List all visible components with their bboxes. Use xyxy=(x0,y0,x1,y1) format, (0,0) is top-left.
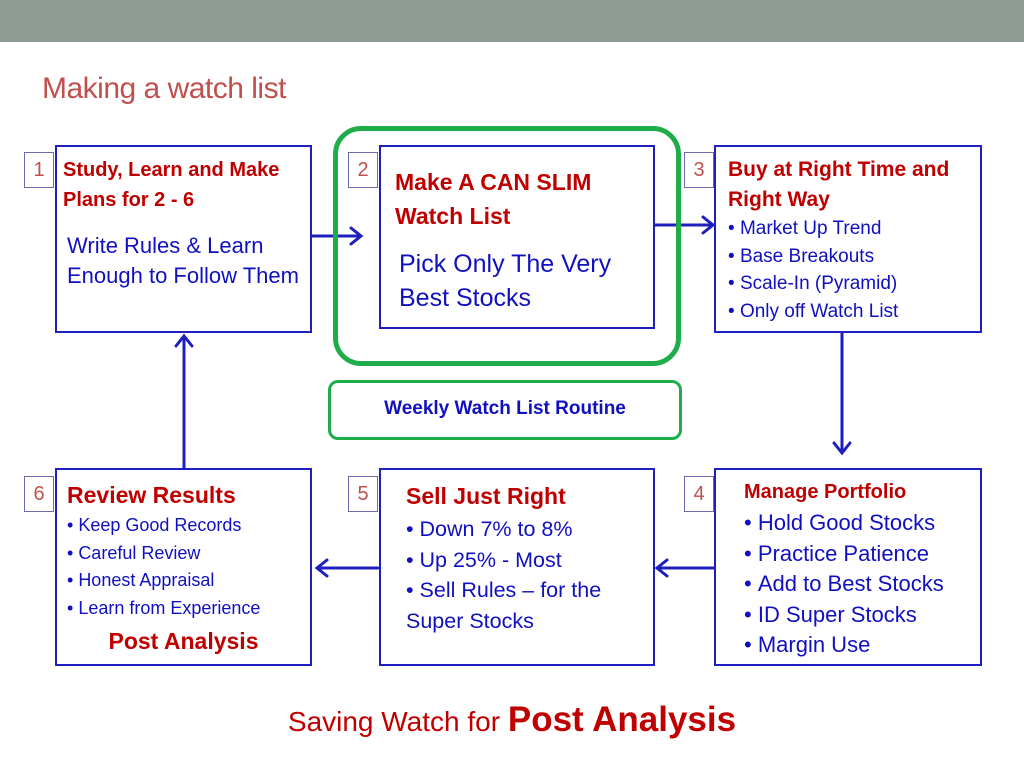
footer-caption: Saving Watch for Post Analysis xyxy=(0,700,1024,740)
step-5-heading: Sell Just Right xyxy=(406,483,566,509)
list-item: ID Super Stocks xyxy=(744,600,980,631)
step-4-heading: Manage Portfolio xyxy=(744,481,907,503)
arrow-4-to-5-head xyxy=(654,558,669,578)
top-band xyxy=(0,0,1024,42)
arrow-1-to-2-head xyxy=(349,226,364,246)
step-1-box: Study, Learn and Make Plans for 2 - 6 Wr… xyxy=(55,145,312,333)
step-2-box: Make A CAN SLIM Watch List Pick Only The… xyxy=(379,145,655,329)
list-item: Keep Good Records xyxy=(67,512,313,540)
caption-prefix: Saving Watch for xyxy=(287,706,508,737)
step-1-number: 1 xyxy=(24,152,54,188)
step-4-number: 4 xyxy=(684,476,714,512)
list-item: Down 7% to 8% xyxy=(406,514,636,545)
list-item: Learn from Experience xyxy=(67,595,313,623)
list-item: Careful Review xyxy=(67,540,313,568)
step-4-box: Manage Portfolio Hold Good Stocks Practi… xyxy=(714,468,982,666)
step-6-box: Review Results Keep Good Records Careful… xyxy=(55,468,312,666)
step-3-number: 3 xyxy=(684,152,714,188)
step-2-number: 2 xyxy=(348,152,378,188)
step-2-highlight xyxy=(333,126,681,366)
step-6-heading: Review Results xyxy=(67,482,236,508)
arrow-2-to-3-head xyxy=(701,215,716,235)
step-5-box: Sell Just Right Down 7% to 8% Up 25% - M… xyxy=(379,468,655,666)
list-item: Scale-In (Pyramid) xyxy=(728,270,978,298)
step-3-bullets: Market Up Trend Base Breakouts Scale-In … xyxy=(728,215,978,325)
list-item: Practice Patience xyxy=(744,539,980,570)
slide-title: Making a watch list xyxy=(42,72,286,105)
step-3-heading: Buy at Right Time and Right Way xyxy=(728,158,950,211)
list-item: Up 25% - Most xyxy=(406,545,636,576)
step-2-body: Pick Only The Very Best Stocks xyxy=(399,250,612,312)
list-item: Honest Appraisal xyxy=(67,567,313,595)
step-1-body: Write Rules & Learn Enough to Follow The… xyxy=(67,233,299,288)
step-5-bullets: Down 7% to 8% Up 25% - Most Sell Rules –… xyxy=(406,514,636,636)
step-6-bullets: Keep Good Records Careful Review Honest … xyxy=(67,512,313,622)
step-6-number: 6 xyxy=(24,476,54,512)
list-item: Only off Watch List xyxy=(728,298,978,326)
arrow-3-to-4-head xyxy=(832,441,852,456)
caption-emphasis: Post Analysis xyxy=(507,700,737,739)
step-5-number: 5 xyxy=(348,476,378,512)
step-4-bullets: Hold Good Stocks Practice Patience Add t… xyxy=(744,508,980,661)
step-1-heading: Study, Learn and Make Plans for 2 - 6 xyxy=(63,159,280,211)
step-3-box: Buy at Right Time and Right Way Market U… xyxy=(714,145,982,333)
step-6-footer: Post Analysis xyxy=(108,628,259,654)
arrow-6-to-1-head xyxy=(174,333,194,348)
arrow-5-to-6-head xyxy=(314,558,329,578)
weekly-routine-label: Weekly Watch List Routine xyxy=(328,380,682,440)
list-item: Margin Use xyxy=(744,630,980,661)
list-item: Add to Best Stocks xyxy=(744,569,980,600)
list-item: Base Breakouts xyxy=(728,243,978,271)
list-item: Sell Rules – for the Super Stocks xyxy=(406,575,636,636)
list-item: Market Up Trend xyxy=(728,215,978,243)
list-item: Hold Good Stocks xyxy=(744,508,980,539)
step-2-heading: Make A CAN SLIM Watch List xyxy=(395,169,592,229)
